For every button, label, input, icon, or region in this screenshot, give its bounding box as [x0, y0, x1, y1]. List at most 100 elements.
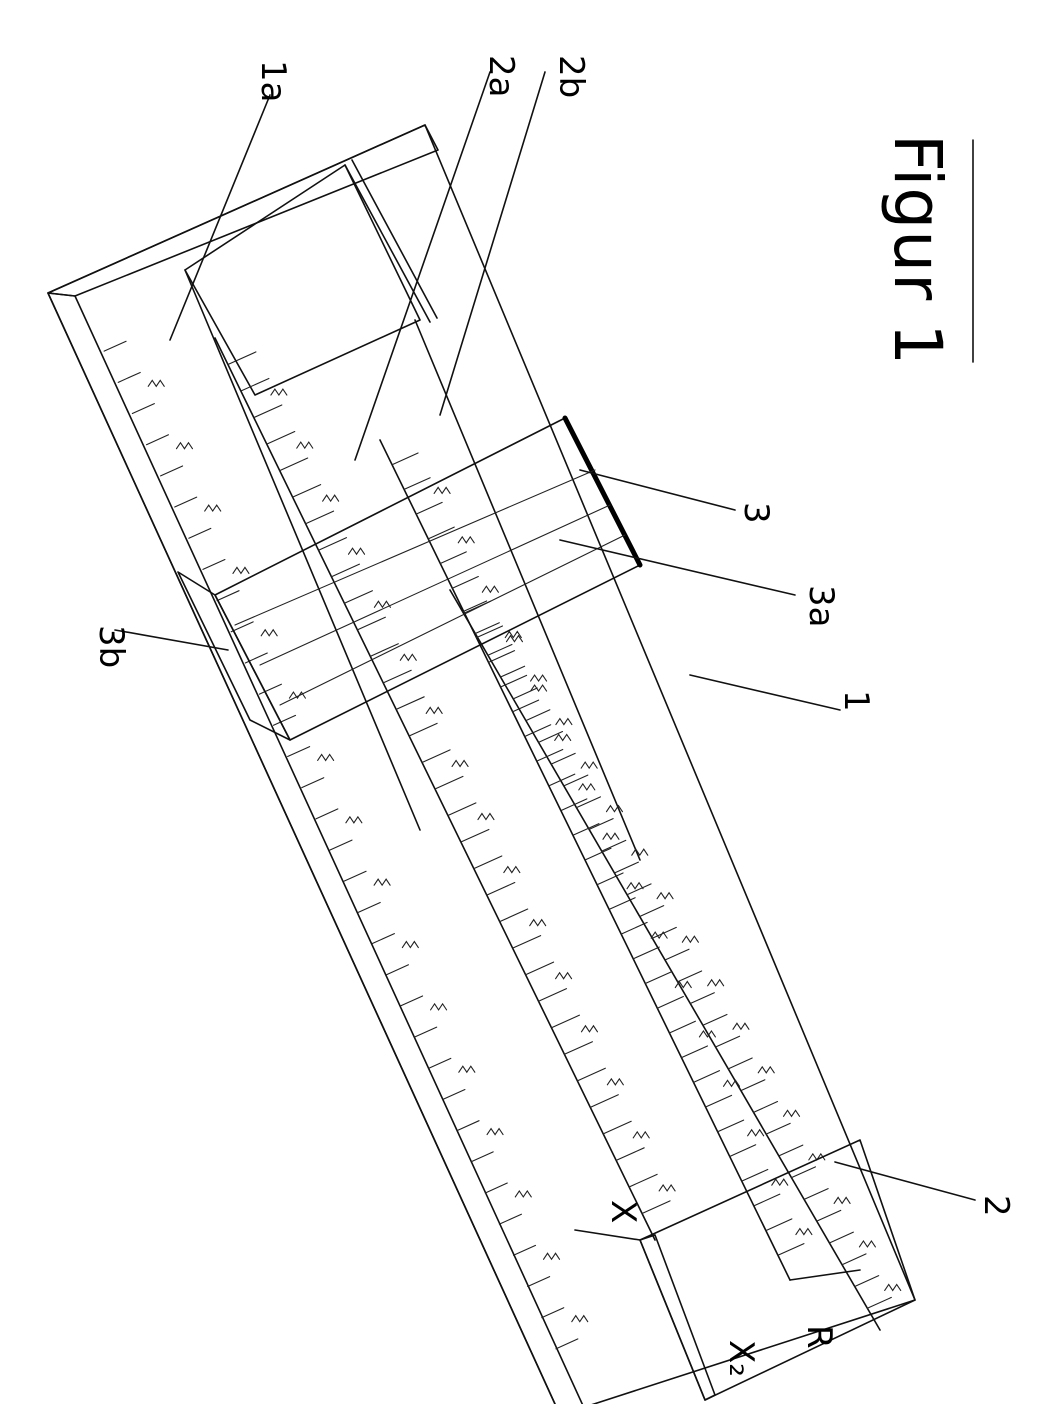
tick-mark — [227, 351, 257, 366]
zigzag-mark — [433, 486, 451, 495]
tick-mark — [563, 1041, 593, 1055]
zigzag-mark — [631, 848, 649, 857]
tick-mark — [145, 434, 170, 446]
tick-mark — [692, 1070, 721, 1083]
tick-mark — [356, 616, 386, 631]
label-1a: 1a — [253, 60, 293, 102]
tick-mark — [487, 643, 513, 656]
tick-mark — [253, 404, 283, 419]
tick-mark — [427, 526, 455, 540]
tick-mark — [537, 988, 568, 1002]
tick-mark — [524, 724, 552, 738]
tick-mark — [555, 1338, 579, 1350]
slider-cursor — [177, 415, 643, 741]
figure-title-text: Figur 1 — [879, 134, 956, 366]
zigzag-mark — [555, 971, 573, 980]
tick-mark — [525, 961, 555, 976]
tick-mark — [292, 484, 322, 498]
tick-mark — [632, 946, 660, 960]
zigzag-mark — [530, 674, 548, 683]
zigzag-mark — [486, 1127, 504, 1136]
tick-mark — [484, 1182, 508, 1194]
label-xz: X₂ — [721, 1340, 761, 1377]
scale-lines — [214, 319, 881, 1331]
tick-mark — [400, 995, 424, 1007]
zigzag-mark — [288, 691, 306, 700]
tick-mark — [613, 861, 639, 874]
tick-mark — [279, 457, 309, 472]
zigzag-mark — [884, 1283, 902, 1292]
zigzag-mark — [481, 585, 499, 594]
tick-mark — [816, 1209, 842, 1222]
tick-mark — [357, 901, 381, 913]
tick-mark — [240, 377, 270, 392]
tick-mark — [473, 855, 503, 870]
tick-marks — [103, 340, 892, 1350]
zigzag-mark — [204, 504, 222, 513]
tick-mark — [498, 1213, 522, 1225]
tick-mark — [608, 897, 636, 910]
tick-mark — [644, 971, 672, 985]
tick-mark — [451, 575, 479, 589]
zigzag-mark — [782, 1109, 801, 1118]
tick-mark — [550, 752, 576, 765]
tick-mark — [315, 808, 339, 820]
label-3: 3 — [736, 502, 776, 524]
tick-mark — [602, 1120, 632, 1135]
tick-mark — [117, 371, 141, 383]
tick-mark — [790, 1166, 817, 1179]
zigzag-mark — [373, 878, 391, 887]
zigzag-mark — [707, 978, 725, 987]
tick-mark — [421, 749, 451, 764]
tick-mark — [689, 992, 715, 1005]
tick-mark — [651, 926, 677, 939]
tick-mark — [512, 935, 542, 949]
zigzag-mark — [373, 600, 391, 609]
tick-mark — [584, 847, 612, 861]
tick-mark — [668, 1020, 696, 1034]
zigzag-mark — [317, 753, 335, 762]
zigzag-marks — [147, 379, 902, 1323]
tick-mark — [382, 669, 412, 684]
tick-mark — [434, 775, 464, 790]
tick-mark — [487, 650, 516, 663]
tick-mark — [548, 773, 576, 787]
leader-lines — [114, 71, 976, 1201]
tick-mark — [727, 1057, 753, 1070]
tick-mark — [572, 823, 600, 836]
tick-mark — [266, 430, 296, 445]
zigzag-mark — [514, 1189, 532, 1198]
zigzag-mark — [722, 1079, 741, 1088]
tick-mark — [385, 964, 410, 976]
tick-mark — [641, 1200, 671, 1215]
zigzag-mark — [451, 759, 469, 768]
tick-mark — [442, 1088, 466, 1100]
tick-mark — [343, 870, 367, 882]
zigzag-mark — [458, 1065, 476, 1074]
label-2a: 2a — [481, 55, 521, 97]
tick-mark — [765, 1218, 793, 1232]
label-1: 1 — [836, 690, 876, 712]
tick-mark — [615, 1147, 645, 1161]
tick-mark — [174, 496, 198, 508]
tick-mark — [414, 1026, 438, 1038]
tick-mark — [576, 1067, 606, 1082]
tick-mark — [272, 714, 297, 726]
zigzag-mark — [477, 812, 495, 821]
tick-mark — [563, 774, 589, 787]
tick-mark — [428, 1057, 452, 1069]
zigzag-mark — [771, 1178, 789, 1187]
zigzag-mark — [632, 1130, 650, 1139]
tick-mark — [103, 340, 127, 352]
label-3a: 3a — [801, 585, 841, 627]
label-2: 2 — [976, 1195, 1016, 1217]
tick-mark — [589, 1094, 619, 1108]
zigzag-mark — [232, 566, 250, 575]
tick-mark — [287, 746, 311, 758]
tick-mark — [391, 452, 419, 466]
tick-mark — [512, 699, 540, 713]
tick-mark — [588, 818, 614, 830]
zigzag-mark — [578, 782, 596, 791]
tick-mark — [729, 1144, 757, 1158]
tick-mark — [329, 839, 353, 851]
